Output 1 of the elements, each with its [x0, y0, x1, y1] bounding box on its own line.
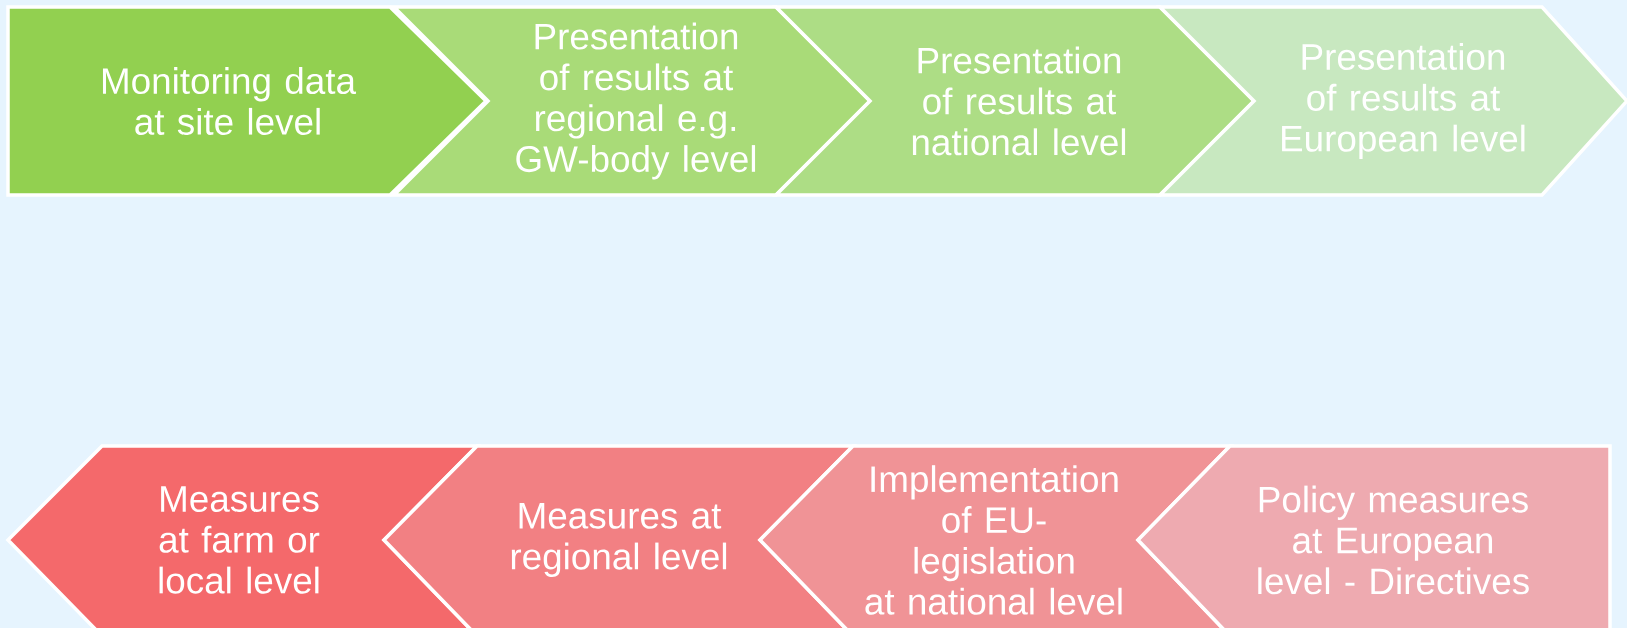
- step-box: Presentation of results at regional e.g. GW-body level: [389, 5, 873, 197]
